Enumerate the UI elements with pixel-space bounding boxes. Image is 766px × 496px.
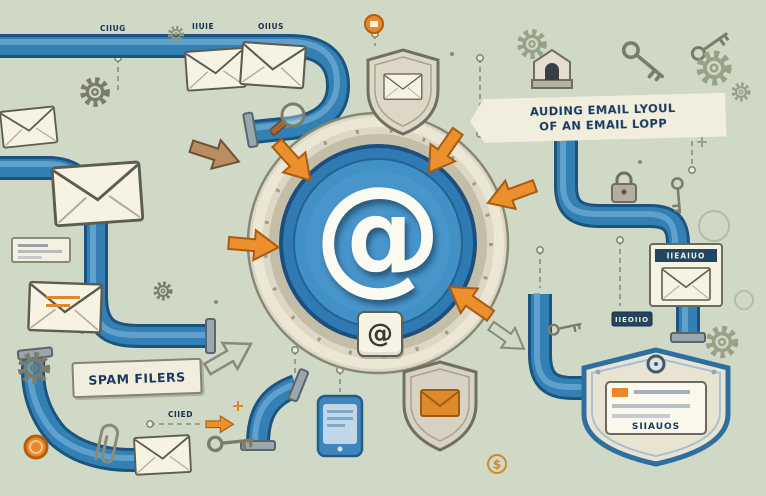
decor-sparkles [80, 52, 754, 411]
key-icon [618, 38, 669, 85]
dark-tag-label: IIEOIIO [615, 316, 649, 324]
spam-filters-label: SPAM FILERS [88, 368, 186, 388]
envelope-icon [133, 434, 192, 476]
mail-box-label: IIEAIUO [667, 252, 706, 261]
envelope-icon [184, 46, 247, 92]
padlock-icon [611, 171, 637, 203]
gear-icon [710, 330, 734, 354]
arrow-flow-small [205, 415, 235, 434]
device-badge-label: SIIAUOS [632, 422, 680, 432]
gear-icon [84, 81, 106, 103]
dark-tag: IIEOIIO [611, 311, 653, 327]
shield-mail-top [366, 48, 440, 136]
label-plate [11, 237, 71, 263]
address-line [46, 296, 80, 299]
envelope-icon [27, 280, 104, 334]
envelopes [0, 40, 307, 476]
arrow-outline-badge [483, 314, 532, 360]
envelope-icon [661, 267, 711, 301]
magnifier-icon [269, 102, 306, 136]
key-icon [669, 176, 687, 215]
tablet-icon [316, 394, 364, 458]
gear-icon [156, 284, 170, 298]
envelope-icon [0, 105, 59, 149]
gear-icon [521, 33, 543, 55]
coin-icon [23, 434, 49, 460]
envelope-icon [239, 40, 307, 90]
spam-filters-sign: SPAM FILERS [71, 357, 203, 399]
shield-mail-bottom [402, 360, 478, 452]
arrow-tan [185, 131, 245, 177]
at-badge: @ [357, 311, 403, 357]
notification-icon [364, 14, 384, 34]
envelope-icon [50, 160, 145, 228]
pipe-label-1: CIIUG [100, 24, 126, 33]
banner-line2: OF AN EMAIL LOPP [539, 116, 668, 134]
device-badge: SIIAUOS [581, 347, 731, 467]
pipe-label-2: IIUIE [192, 22, 215, 31]
pipe-label-3: OIIUS [258, 22, 284, 31]
gear-icon [734, 85, 748, 99]
gear-icon [701, 55, 727, 81]
key-icon [546, 318, 583, 338]
paperclip-icon [94, 423, 120, 464]
mail-server-icon [531, 48, 573, 89]
address-line [46, 304, 70, 307]
flow-tag-label: CIIED [168, 410, 193, 419]
mail-box: IIEAIUO [649, 243, 723, 307]
svg-text:$: $ [493, 458, 501, 472]
at-badge-glyph: @ [367, 319, 393, 349]
at-symbol: @ [314, 159, 442, 309]
dollar-icon: $ [487, 454, 507, 474]
central-ring [246, 111, 510, 375]
banner-ribbon: AUDING EMAIL LYOUL OF AN EMAIL LOPP [469, 93, 726, 144]
